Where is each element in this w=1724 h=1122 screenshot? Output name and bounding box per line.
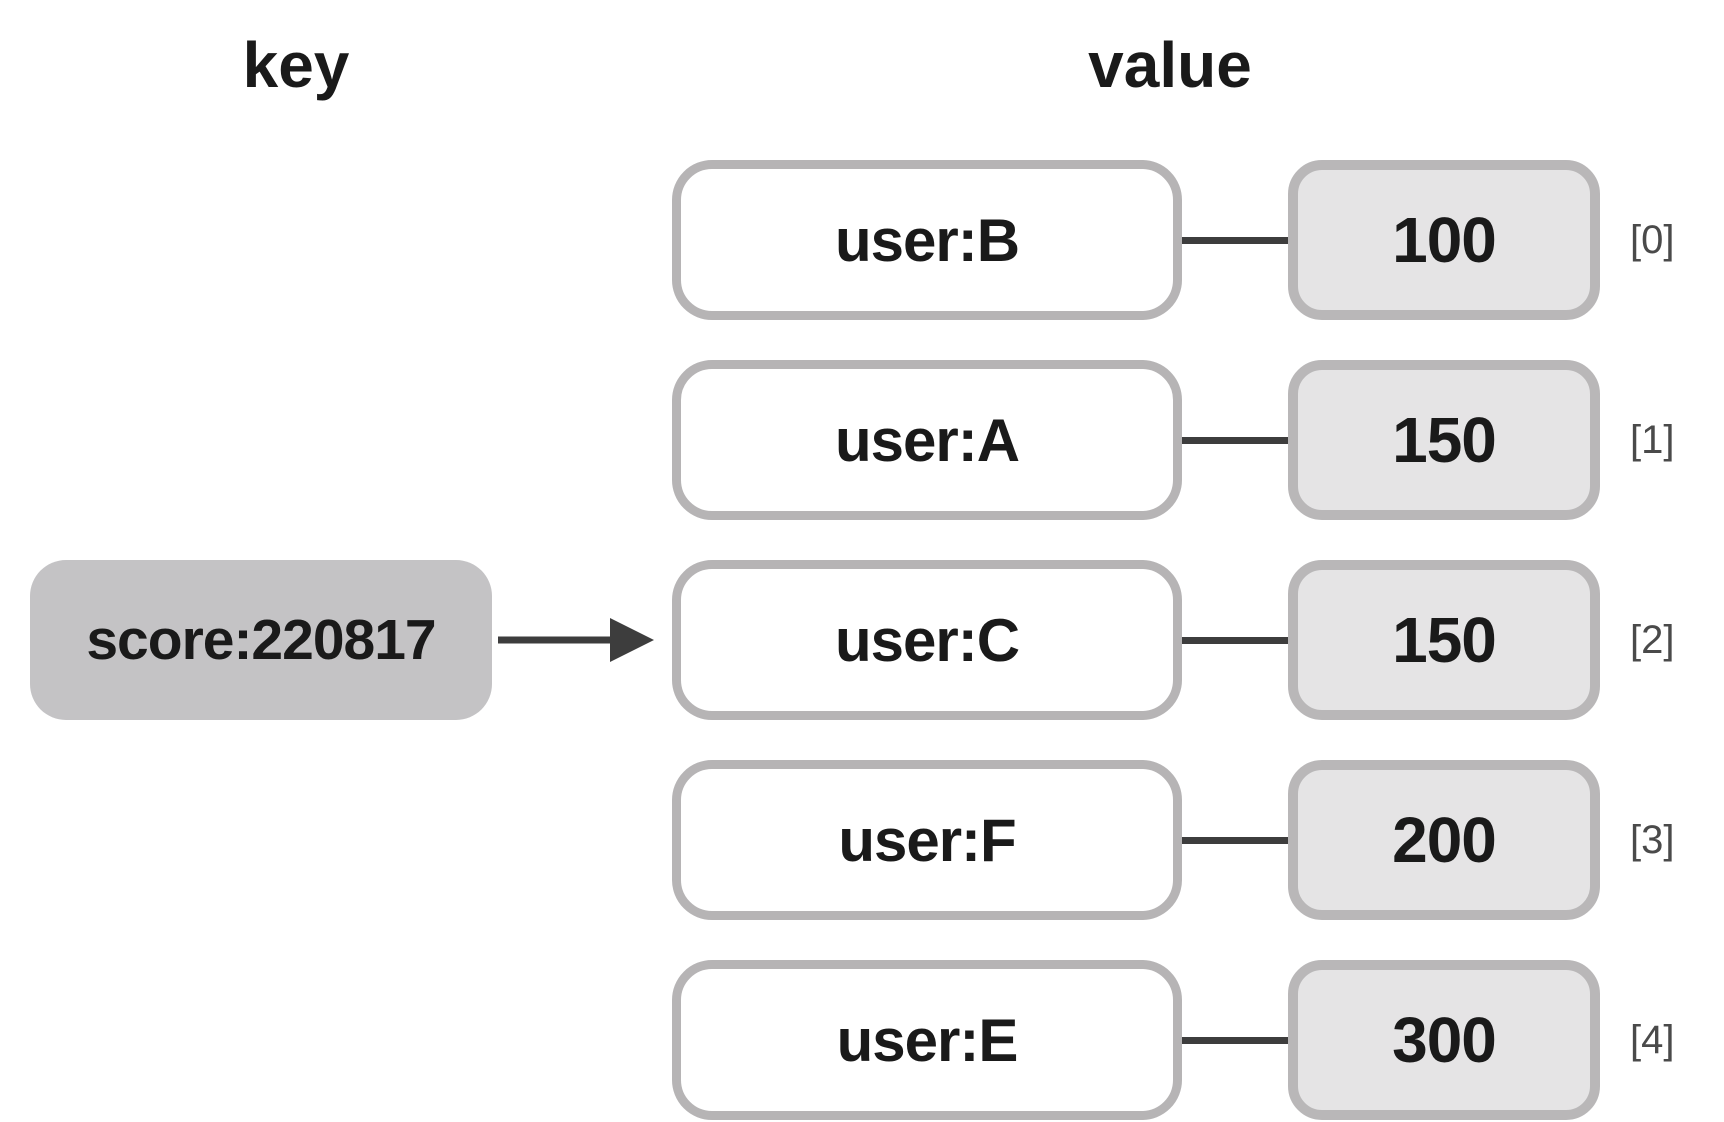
score-value: 300: [1392, 1004, 1497, 1076]
score-value: 200: [1392, 804, 1497, 876]
key-column-header: key: [242, 29, 350, 101]
value-list: user:B 100 [0] user:A 150 [1] user:C: [672, 160, 1674, 1120]
sorted-set-entry-row: user:C 150 [2]: [672, 560, 1674, 720]
member-box: user:E: [672, 960, 1182, 1120]
member-label: user:C: [834, 606, 1020, 674]
sorted-set-entry-row: user:B 100 [0]: [672, 160, 1674, 320]
score-box: 150: [1288, 360, 1600, 520]
connector-line: [1182, 236, 1288, 244]
key-box: score:220817: [30, 560, 492, 720]
member-box: user:B: [672, 160, 1182, 320]
sorted-set-entry-row: user:F 200 [3]: [672, 760, 1674, 920]
index-label: [0]: [1630, 217, 1675, 262]
connector-line: [1182, 436, 1288, 444]
member-box: user:A: [672, 360, 1182, 520]
index-label: [4]: [1630, 1017, 1675, 1062]
connector-line: [1182, 1036, 1288, 1044]
value-column-header: value: [1088, 29, 1252, 101]
arrow-right-icon: [492, 610, 660, 670]
score-box: 100: [1288, 160, 1600, 320]
score-box: 200: [1288, 760, 1600, 920]
index-label: [1]: [1630, 417, 1675, 462]
score-box: 300: [1288, 960, 1600, 1120]
member-box: user:F: [672, 760, 1182, 920]
sorted-set-entry-row: user:E 300 [4]: [672, 960, 1674, 1120]
member-label: user:F: [838, 806, 1016, 874]
member-label: user:A: [834, 406, 1020, 474]
index-label: [2]: [1630, 617, 1675, 662]
connector-line: [1182, 636, 1288, 644]
score-box: 150: [1288, 560, 1600, 720]
sorted-set-entry-row: user:A 150 [1]: [672, 360, 1674, 520]
member-box: user:C: [672, 560, 1182, 720]
key-label: score:220817: [86, 608, 436, 672]
member-label: user:B: [834, 206, 1020, 274]
score-value: 150: [1392, 604, 1497, 676]
index-label: [3]: [1630, 817, 1675, 862]
score-value: 150: [1392, 404, 1497, 476]
connector-line: [1182, 836, 1288, 844]
member-label: user:E: [836, 1006, 1019, 1074]
score-value: 100: [1392, 204, 1497, 276]
